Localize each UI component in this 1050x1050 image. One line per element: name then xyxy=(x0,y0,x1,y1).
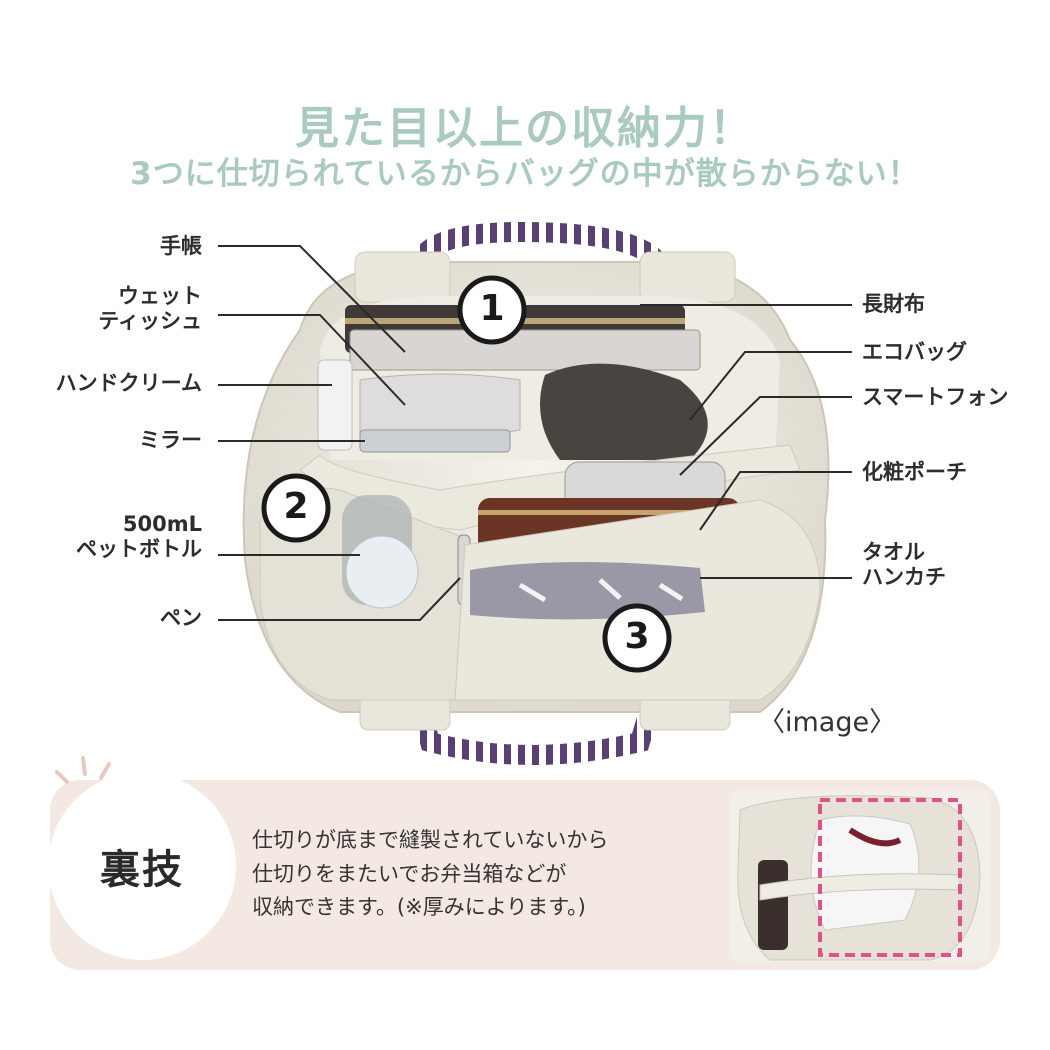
compartment-badge-3 xyxy=(602,603,672,673)
handle-tab xyxy=(354,251,451,303)
handle-tab xyxy=(639,251,736,303)
label-hand-cream: ハンドクリーム xyxy=(55,371,202,395)
label-towel-handkerchief: タオル ハンカチ xyxy=(862,540,946,590)
mirror xyxy=(359,429,511,453)
label-long-wallet: 長財布 xyxy=(862,292,925,316)
label-wet-tissue: ウェット ティッシュ xyxy=(98,284,202,334)
compartment-number-3: 3 xyxy=(624,616,650,657)
label-pet-bottle: 500mL ペットボトル xyxy=(76,512,202,562)
label-cosmetic-pouch: 化粧ポーチ xyxy=(862,460,967,484)
tip-description: 仕切りが底まで縫製されていないから 仕切りをまたいでお弁当箱などが 収納できます… xyxy=(252,828,609,920)
image-caption: 〈image〉 xyxy=(758,707,897,738)
bag-handle-top xyxy=(408,221,672,275)
tip-badge: 裏技 xyxy=(48,772,236,960)
hand-cream xyxy=(317,359,353,451)
eco-bag xyxy=(540,363,708,460)
leader-lines xyxy=(218,245,852,621)
planner xyxy=(349,329,701,371)
bag-handle-bottom xyxy=(410,705,660,765)
compartment-badge-2 xyxy=(261,473,331,543)
label-planner: 手帳 xyxy=(160,234,202,258)
label-mirror: ミラー xyxy=(139,428,202,452)
compartment-number-1: 1 xyxy=(479,288,505,329)
tip-photo xyxy=(730,790,990,962)
label-smartphone: スマートフォン xyxy=(862,385,1009,409)
label-eco-bag: エコバッグ xyxy=(862,340,967,364)
tip-title: 裏技 xyxy=(100,847,184,893)
headline-main: 見た目以上の収納力！ xyxy=(295,103,755,154)
sparkle-icon xyxy=(55,756,111,784)
compartment-badge-1 xyxy=(457,275,527,345)
headline-sub: 3つに仕切られているからバッグの中が散らからない！ xyxy=(130,156,920,192)
label-pen: ペン xyxy=(160,606,202,630)
compartment-number-2: 2 xyxy=(283,486,309,527)
